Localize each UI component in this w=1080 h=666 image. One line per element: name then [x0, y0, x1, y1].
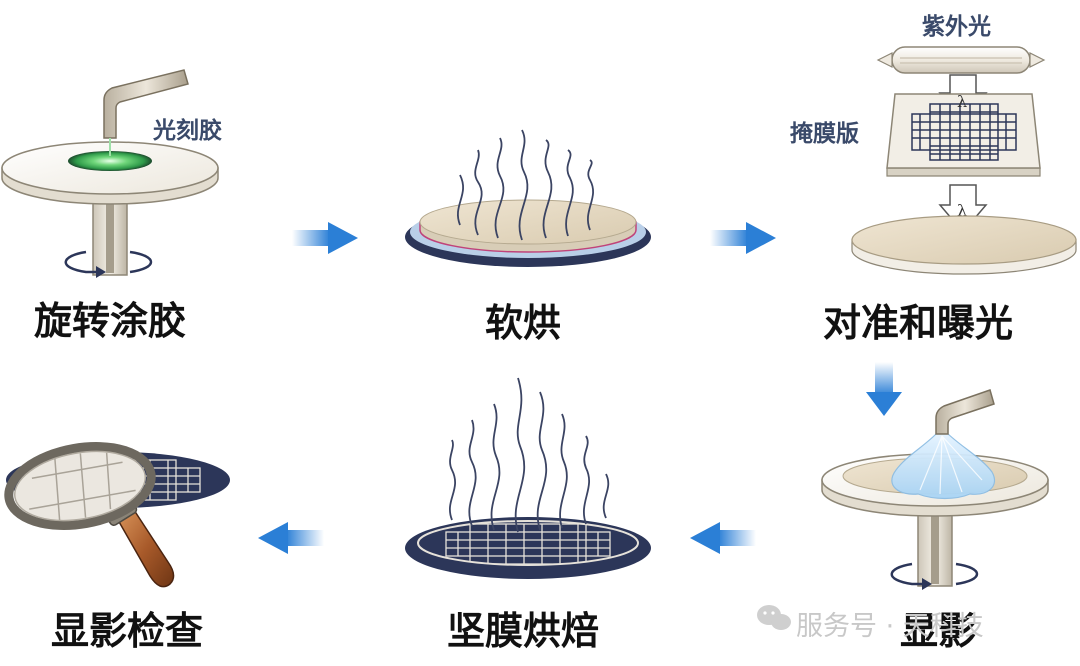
watermark: 服务号 · 天科技 [796, 604, 984, 643]
hard-bake-illustration [405, 377, 651, 579]
mask-grid [911, 103, 1017, 161]
spin-coating-illustration [1, 69, 219, 278]
develop-nozzle [935, 389, 995, 435]
step-label-exposure: 对准和曝光 [822, 301, 1014, 345]
magnifier-rim [4, 442, 156, 530]
spin-shaft-slot [106, 195, 114, 273]
hard-bake-wafer-ring [417, 520, 639, 566]
developer-spray [891, 431, 996, 500]
spray-lines [919, 435, 983, 495]
step-label-development: 显影 [899, 609, 977, 653]
heat-waves-icon-2 [449, 377, 610, 533]
photoresist-label: 光刻胶 [152, 117, 222, 144]
mask-plate-edge [886, 167, 1041, 177]
step-label-soft-bake: 软烘 [484, 301, 562, 345]
watermark-text: 服务号 · 天科技 [796, 611, 984, 642]
hard-bake-grid [445, 523, 611, 565]
develop-shaft-slot [931, 510, 939, 584]
uv-lamp [876, 46, 1046, 74]
mask-label: 掩膜版 [790, 120, 859, 147]
dispense-nozzle [103, 69, 189, 156]
uv-light-label: 紫外光 [922, 13, 991, 40]
wechat-icon [757, 605, 791, 630]
rotation-arrow-icon [64, 250, 152, 278]
soft-bake-illustration [405, 129, 651, 267]
rotation-arrow-icon-2 [890, 562, 978, 590]
step-label-spin-coating: 旋转涂胶 [33, 299, 187, 343]
development-illustration [821, 389, 1049, 590]
exposure-wafer [851, 215, 1077, 265]
inspection-illustration [4, 442, 230, 588]
exposure-illustration: λ λ [851, 46, 1077, 275]
soft-bake-wafer [419, 199, 637, 245]
flow-arrow-5-icon [258, 522, 324, 554]
magnified-pattern [29, 452, 136, 521]
step-label-hard-bake: 坚膜烘焙 [446, 609, 600, 653]
flow-arrow-3-icon [866, 362, 902, 416]
lambda-symbol-1: λ [957, 92, 967, 111]
lambda-symbol-2: λ [957, 201, 967, 220]
flow-arrow-4-icon [690, 522, 756, 554]
flow-arrow-2-icon [710, 222, 776, 254]
magnifier-lens [14, 450, 146, 522]
magnifier-handle [116, 508, 175, 588]
flow-arrow-1-icon [292, 222, 358, 254]
photoresist-puddle [68, 151, 152, 171]
step-label-inspection: 显影检查 [50, 609, 204, 653]
heat-waves-icon [457, 129, 594, 241]
